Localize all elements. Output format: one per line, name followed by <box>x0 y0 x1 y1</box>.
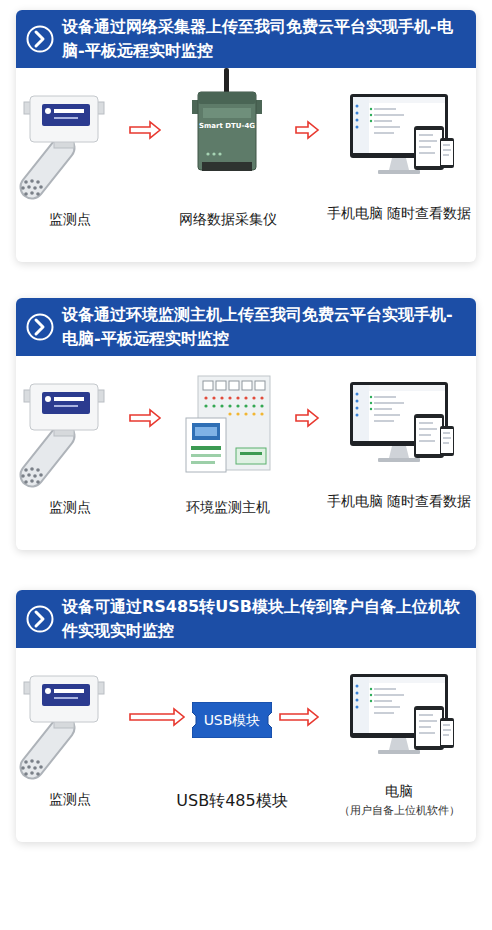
device-label: Smart DTU-4G <box>198 122 256 131</box>
header-band: 设备可通过RS485转USB模块上传到客户自备上位机软件实现实时监控 <box>16 590 476 648</box>
device-item: 监测点 <box>18 672 122 810</box>
panel-card: 设备通过环境监测主机上传至我司免费云平台实现手机-电脑-平板远程实时监控监测点 环… <box>16 298 476 550</box>
usb-module-box: USB模块USB转485模块 <box>192 702 272 738</box>
panel-card: 设备通过网络采集器上传至我司免费云平台实现手机-电脑-平板远程实时监控监测点 网络… <box>16 10 476 262</box>
flow-arrow <box>130 410 160 426</box>
panel-title: 设备可通过RS485转USB模块上传到客户自备上位机软件实现实时监控 <box>62 595 466 643</box>
device-item: 网络数据采集仪 <box>168 92 288 230</box>
arrow-icon <box>26 313 54 341</box>
device-caption: 监测点 <box>18 788 122 810</box>
device-item: 监测点 <box>18 380 122 518</box>
device-caption: 监测点 <box>18 496 122 518</box>
flow-arrow <box>296 122 318 138</box>
device-item: 电脑（用户自备上位机软件） <box>326 672 472 820</box>
device-caption: （用户自备上位机软件） <box>326 802 472 820</box>
device-caption: 电脑 <box>326 780 472 802</box>
device-caption: USB转485模块 <box>176 790 287 812</box>
device-item: 手机电脑 随时查看数据 <box>326 92 472 224</box>
flow-arrow <box>280 709 318 725</box>
device-caption: 手机电脑 随时查看数据 <box>326 490 472 512</box>
header-band: 设备通过环境监测主机上传至我司免费云平台实现手机-电脑-平板远程实时监控 <box>16 298 476 356</box>
panel-card: 设备可通过RS485转USB模块上传到客户自备上位机软件实现实时监控监测点 USB… <box>16 590 476 842</box>
flow-arrow <box>130 709 184 725</box>
device-caption: 网络数据采集仪 <box>168 208 288 230</box>
header-band: 设备通过网络采集器上传至我司免费云平台实现手机-电脑-平板远程实时监控 <box>16 10 476 68</box>
device-caption: 环境监测主机 <box>168 496 288 518</box>
device-item: 环境监测主机 <box>168 380 288 518</box>
arrow-icon <box>26 25 54 53</box>
device-item: 手机电脑 随时查看数据 <box>326 380 472 512</box>
device-caption: 手机电脑 随时查看数据 <box>326 202 472 224</box>
flow-arrow <box>296 410 318 426</box>
device-item: 监测点 <box>18 92 122 230</box>
module-text: USB模块 <box>192 702 272 738</box>
device-caption: 监测点 <box>18 208 122 230</box>
arrow-icon <box>26 605 54 633</box>
panel-title: 设备通过网络采集器上传至我司免费云平台实现手机-电脑-平板远程实时监控 <box>62 15 466 63</box>
panel-title: 设备通过环境监测主机上传至我司免费云平台实现手机-电脑-平板远程实时监控 <box>62 303 466 351</box>
flow-arrow <box>130 122 160 138</box>
